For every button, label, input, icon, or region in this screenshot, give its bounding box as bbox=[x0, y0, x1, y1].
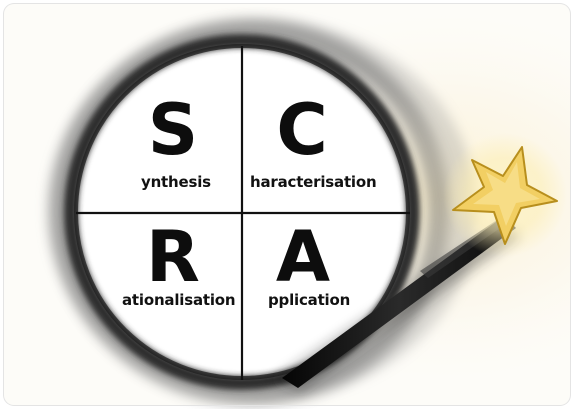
quadrant-c-word: haracterisation bbox=[250, 173, 377, 191]
star-highlight bbox=[473, 162, 540, 226]
wand-stick bbox=[282, 216, 516, 388]
quadrant-s-word: ynthesis bbox=[141, 173, 211, 191]
quadrant-a-word: pplication bbox=[268, 291, 351, 309]
quadrant-a-letter: A bbox=[275, 216, 331, 298]
quadrant-s-letter: S bbox=[147, 89, 199, 171]
lens-ring bbox=[64, 34, 420, 390]
quadrant-r-letter: R bbox=[146, 216, 200, 298]
star-icon bbox=[443, 133, 567, 257]
ring-shadow bbox=[51, 19, 449, 405]
quadrant-r-word: ationalisation bbox=[122, 291, 236, 309]
quadrant-c-letter: C bbox=[276, 89, 328, 171]
